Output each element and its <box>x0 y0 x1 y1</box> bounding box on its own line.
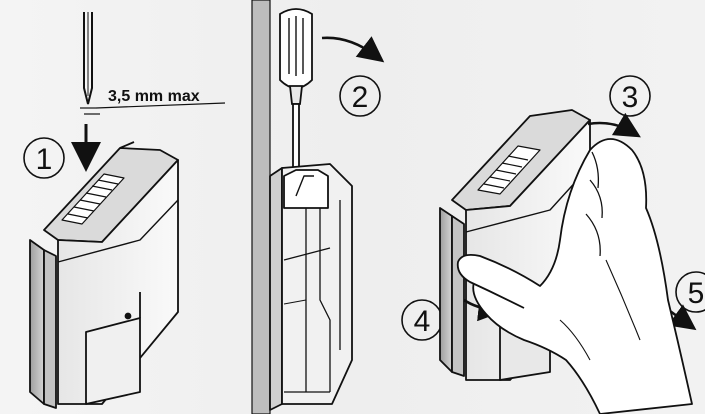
step-5-number: 5 <box>688 277 705 310</box>
tilt-arrow <box>321 36 385 63</box>
dimension-label: 3,5 mm max <box>108 88 200 105</box>
step-4-marker: 4 <box>401 299 443 341</box>
thermostat-side-profile <box>269 163 353 411</box>
step-1-marker: 1 <box>23 137 65 179</box>
pull-arrow-3 <box>587 112 641 138</box>
step-2-marker: 2 <box>339 75 381 117</box>
panel-1: 3,5 mm max 1 <box>23 12 226 409</box>
step-2-number: 2 <box>352 81 369 114</box>
thermostat-device-1 <box>29 141 179 409</box>
hand-illustration <box>456 138 693 414</box>
vent-grille-3 <box>477 145 541 195</box>
step-1-number: 1 <box>36 143 53 176</box>
step-3-number: 3 <box>622 81 639 114</box>
wall <box>251 0 271 414</box>
dimension-annotation <box>80 102 226 115</box>
step-5-marker: 5 <box>675 271 705 313</box>
step-4-number: 4 <box>414 305 431 338</box>
step-3-marker: 3 <box>609 75 651 117</box>
panel-2: 2 <box>251 0 385 414</box>
screwdriver-tip <box>83 12 93 105</box>
screwdriver <box>279 8 313 199</box>
panel-3: 3 4 5 <box>401 75 705 414</box>
vent-grille <box>61 173 125 225</box>
